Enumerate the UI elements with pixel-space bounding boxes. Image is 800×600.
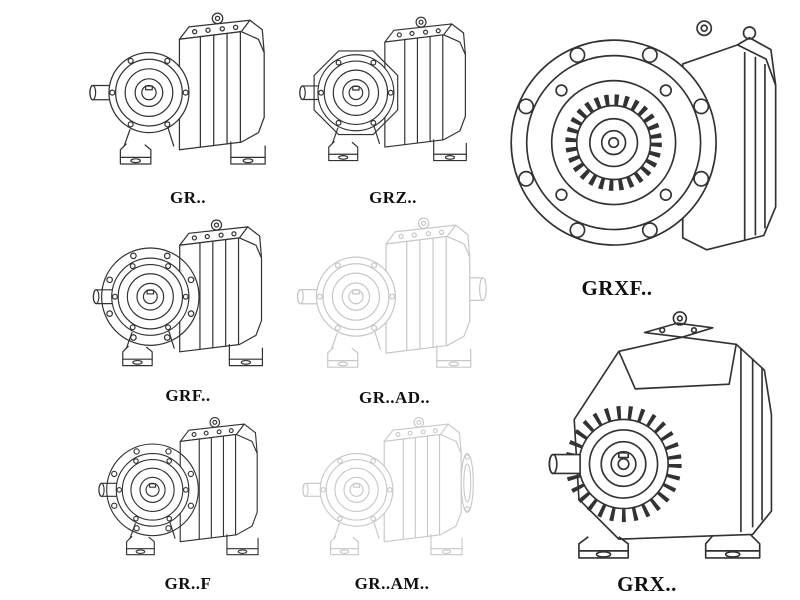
item-label-gr: GR..: [170, 188, 206, 207]
gearbox-flange-mounted-drawing: [88, 214, 288, 384]
gearbox-front-flange-drawing: [502, 2, 792, 276]
gearbox-foot-mounted-drawing: [88, 4, 288, 186]
gearbox-flange-mounted-drawing: [88, 412, 288, 572]
catalog-item-grz: GRZ..: [298, 4, 488, 212]
gearbox-motor-adapter-flange-drawing: [292, 412, 492, 572]
item-label-gr-f: GR..F: [164, 574, 212, 593]
gearbox-input-adapter-drawing: [292, 212, 497, 386]
catalog-item-gr-am: GR..AM..: [292, 412, 492, 598]
item-label-grf: GRF..: [165, 386, 211, 405]
catalog-item-grx: GRX..: [502, 302, 792, 598]
gearbox-large-foot-mounted-drawing: [502, 302, 792, 572]
item-label-gr-am: GR..AM..: [354, 574, 430, 593]
item-label-gr-ad: GR..AD..: [358, 388, 431, 407]
item-label-grz: GRZ..: [369, 188, 417, 207]
catalog-item-grxf: GRXF..: [502, 2, 792, 302]
item-label-grx: GRX..: [617, 572, 677, 596]
item-label-grxf: GRXF..: [581, 276, 653, 300]
catalog-item-gr-ad: GR..AD..: [292, 212, 497, 412]
catalog-item-gr-f: GR..F: [88, 412, 288, 598]
catalog-item-grf: GRF..: [88, 214, 288, 410]
gearbox-foot-mounted-variant-drawing: [298, 4, 488, 186]
catalog-item-gr: GR..: [88, 4, 288, 212]
